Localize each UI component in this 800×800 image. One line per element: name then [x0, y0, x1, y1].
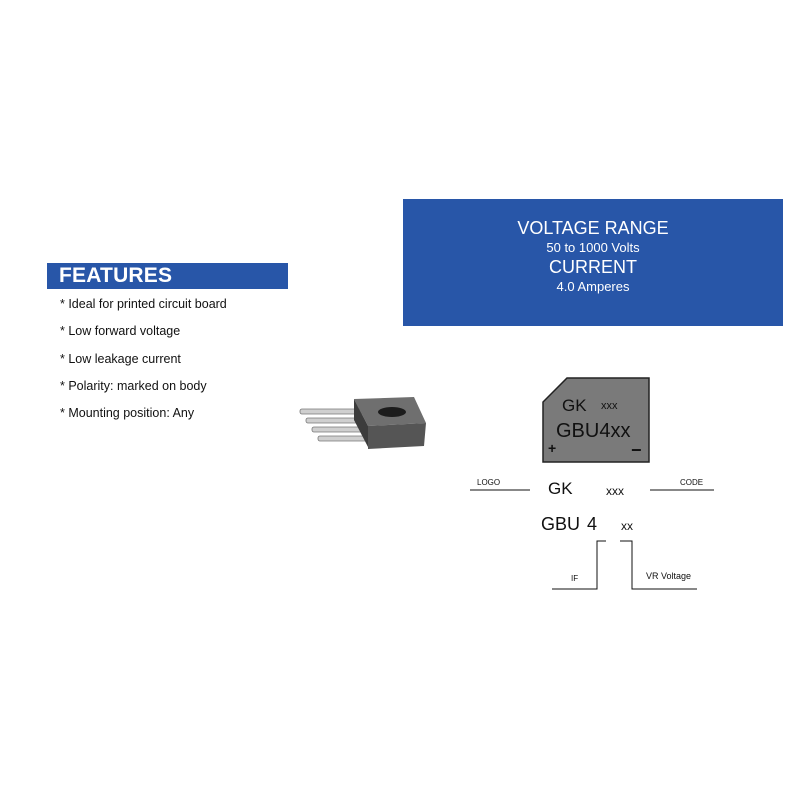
feature-item: * Mounting position: Any [60, 406, 195, 421]
spec-box: VOLTAGE RANGE 50 to 1000 Volts CURRENT 4… [403, 199, 783, 326]
feature-item: * Ideal for printed circuit board [60, 297, 227, 311]
marking-body [542, 377, 650, 463]
part-prefix: GBU [541, 514, 580, 534]
feature-item: * Polarity: marked on body [60, 378, 207, 393]
package-side [354, 399, 368, 447]
feature-item: * Low forward voltage [60, 324, 181, 339]
code-label: CODE [680, 478, 703, 487]
current-title: CURRENT [549, 257, 637, 277]
mounting-hole [378, 407, 406, 417]
minus-sign: − [631, 440, 642, 460]
marking-part: GBU4xx [556, 420, 630, 442]
if-leader-line [552, 540, 606, 590]
if-label: IF [571, 574, 578, 583]
logo-label: LOGO [477, 478, 500, 487]
marking-brand: GK [562, 396, 587, 415]
plus-sign: + [548, 440, 556, 456]
lead-4 [317, 435, 371, 442]
part-current: 4 [587, 514, 597, 534]
vr-label: VR Voltage [646, 571, 691, 581]
feature-item: * Low leakage current [60, 351, 181, 366]
features-heading: FEATURES [47, 263, 288, 289]
component-illustration [299, 397, 426, 449]
voltage-range-title: VOLTAGE RANGE [517, 218, 669, 238]
lead-1 [299, 408, 363, 415]
legend-code: xxx [606, 484, 624, 498]
legend-brand: GK [548, 479, 573, 498]
marking-legend: LOGO GK xxx CODE GBU 4 xx IF VR Voltage [470, 478, 714, 590]
voltage-range-value: 50 to 1000 Volts [546, 240, 640, 255]
marking-code: xxx [601, 400, 618, 412]
current-value: 4.0 Amperes [556, 279, 630, 294]
vr-leader-line [620, 540, 697, 590]
part-voltage: xx [621, 519, 633, 533]
package-marking: GK xxx GBU4xx + − [542, 377, 650, 463]
package-front [368, 423, 426, 449]
features-list: * Ideal for printed circuit board * Low … [60, 296, 227, 432]
